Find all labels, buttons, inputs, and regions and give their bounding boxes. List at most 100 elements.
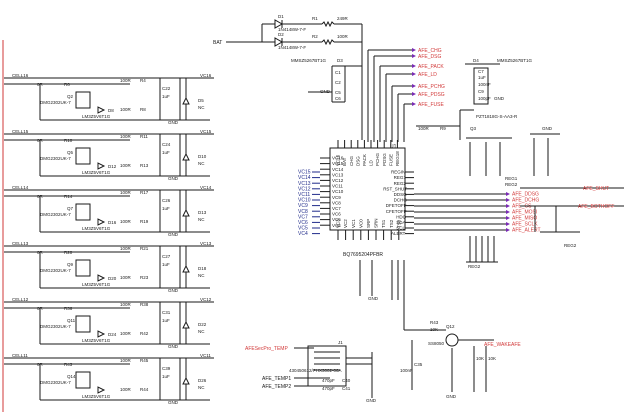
net-afe-pdsg: AFE_PDSG — [418, 92, 445, 98]
vc-net-label: VC5 — [298, 226, 308, 232]
zener-part: LM3Z5V6T1G — [82, 114, 111, 119]
r43-ref: R43 — [430, 320, 439, 325]
r-val: 100R — [120, 78, 132, 83]
zener-symbol — [97, 330, 106, 338]
zener-symbol — [97, 162, 106, 170]
r9-val: 100R — [418, 126, 430, 131]
afe-right-net-label: AFE_CS — [512, 204, 532, 210]
zener-symbol — [97, 274, 106, 282]
mosfet-symbol — [75, 203, 91, 221]
ic-right-pin-label: DDSG — [394, 192, 408, 197]
mosfet-part: DMG2302UK-7 — [40, 324, 71, 329]
r-val: 100R — [120, 134, 132, 139]
r-val: 100R — [120, 219, 132, 224]
ic-bottom-pin-label: VC0 — [358, 219, 363, 228]
cap-ref: C39 — [162, 366, 171, 371]
zener-ref: D16 — [108, 220, 117, 225]
ic-left-pin-label: VC12 — [332, 178, 344, 183]
afe-port-arrow — [506, 192, 510, 196]
afe-right-net-label: AFE_MISO — [512, 216, 537, 222]
mosfet-symbol — [75, 91, 91, 109]
r-val: 100R — [120, 387, 132, 392]
r-g-ref: R4 — [140, 78, 146, 83]
q3-ref: Q3 — [470, 126, 477, 131]
mosfet-part: DMG2302UK-7 — [40, 380, 71, 385]
net-afe-temp1: AFE_TEMP1 — [262, 376, 291, 382]
ic-bottom-pin-label: VC2 — [343, 219, 348, 228]
r-g-ref: R21 — [140, 246, 149, 251]
mosfet-part: DMG2302UK-7 — [40, 156, 71, 161]
mosfet-symbol — [75, 315, 91, 333]
c41-val: 470pF — [322, 386, 335, 391]
net-afe-dsg: AFE_DSG — [418, 54, 441, 60]
tvs-nc: NC — [198, 329, 205, 334]
ic-bottom-pin-label: SRP — [366, 219, 371, 228]
afe-port-arrow — [506, 222, 510, 226]
r-m-ref: R44 — [140, 387, 149, 392]
reg1-label: REG1 — [505, 176, 518, 181]
tvs-diode-symbol — [182, 96, 190, 105]
zener-symbol — [97, 218, 106, 226]
ic-u1-part: BQ7695204PFBR — [343, 252, 383, 258]
net-afe-bothoff: AFE_BOTHOFF — [578, 204, 614, 210]
ic-top-pin-label: FUSE — [388, 154, 393, 166]
connector-j1 — [307, 345, 347, 387]
tvs-ref: D26 — [198, 378, 207, 383]
cell-label: CELL12 — [12, 297, 29, 302]
cap-val: 1uF — [162, 262, 170, 267]
zener-part: LM3Z5V6T1G — [82, 170, 111, 175]
tvs-diode-symbol — [182, 320, 190, 329]
ic-left-pin-label: VC11 — [332, 184, 343, 189]
c9-val: 100pF — [478, 96, 491, 101]
ic-right-pin-label: DCHG — [394, 198, 408, 203]
c35-ref: C35 — [414, 362, 423, 367]
gnd-label-right: GND — [494, 96, 505, 101]
zener-part: LM3Z5V6T1G — [82, 282, 111, 287]
cap-c6-ref: C6 — [335, 96, 341, 101]
tvs-ref: D18 — [198, 266, 207, 271]
gnd-q12: GND — [446, 394, 457, 399]
j1-part: 430450612/PHX3002-06A — [289, 368, 342, 373]
ic-bottom-pin-label: VC3 — [336, 219, 341, 228]
ic-left-pin-label: VC9 — [332, 195, 341, 200]
mosfet-part: DMG2302UK-7 — [40, 268, 71, 273]
ic-top-pin-label: REG18 — [395, 151, 400, 166]
net-afe-pack: AFE_PACK — [418, 64, 444, 70]
zener-symbol — [97, 106, 106, 114]
ic-left-pin-label: VC10 — [332, 189, 344, 194]
gnd-label: GND — [168, 288, 179, 293]
afe-port-arrow — [506, 228, 510, 232]
ic-top-pin-label: LD — [369, 159, 374, 166]
cap-val: 1uF — [162, 206, 170, 211]
zener-ref: D20 — [108, 276, 117, 281]
vc-net-label: VC11 — [298, 192, 310, 198]
ic-left-pin-label: VC8 — [332, 200, 341, 205]
gnd-label: GND — [168, 232, 179, 237]
mosfet-ref: Q14 — [67, 374, 76, 379]
res-10k-a: 10K — [476, 356, 484, 361]
ic-right-pin-label: REG1 — [394, 175, 407, 180]
ic-bottom-pin-label: SRN — [374, 218, 379, 228]
ic-left-pins: VC16VC15VC14VC13VC12VC11VC10VC9VC8VC7VC6… — [320, 156, 344, 228]
vc-net-label: VC13 — [298, 181, 311, 187]
bat-diode-section: BAT D1 1N4148W-7-F R1 249R D2 1N4148W-7-… — [213, 14, 363, 140]
afe-port-arrow — [506, 204, 510, 208]
ic-right-pin-label: SDA — [396, 220, 405, 225]
cap-val: 1uF — [162, 318, 170, 323]
reg2-label: REG2 — [505, 182, 518, 187]
cell-label: CELL15 — [12, 129, 29, 134]
vc-net-label: VC7 — [298, 214, 308, 220]
ic-bottom-pin-label: TS3 — [396, 219, 401, 228]
r9-ref: R9 — [440, 126, 446, 131]
tvs-diode-symbol — [182, 208, 190, 217]
tvs-nc: NC — [198, 105, 205, 110]
diode-d1-symbol — [274, 19, 284, 29]
r-val: 100R — [120, 190, 132, 195]
ic-left-pin-label: VC5 — [332, 217, 341, 222]
ic-top-pin-label: CHG — [349, 156, 354, 166]
r-g-ref: R17 — [140, 190, 149, 195]
mosfet-symbol — [75, 259, 91, 277]
